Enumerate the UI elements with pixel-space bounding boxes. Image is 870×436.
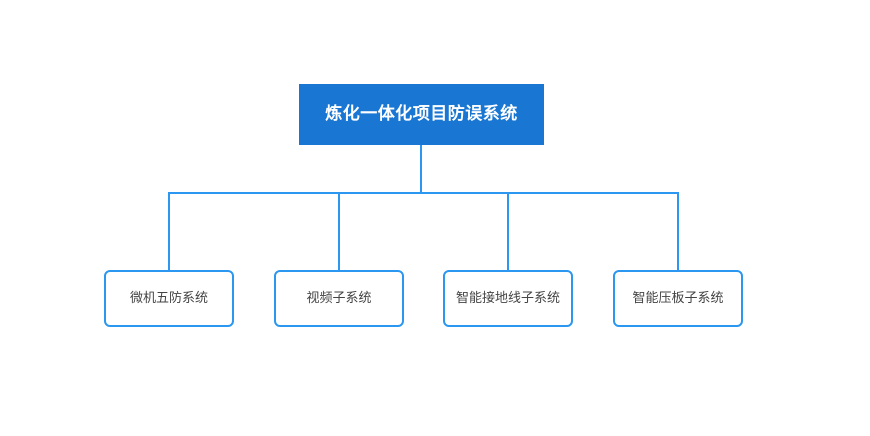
connector-drop-4: [677, 192, 679, 270]
connector-bus: [168, 192, 679, 194]
child-node-3[interactable]: 智能接地线子系统: [443, 270, 573, 327]
root-node-label: 炼化一体化项目防误系统: [325, 104, 518, 125]
connector-root-stem: [420, 145, 422, 193]
root-node[interactable]: 炼化一体化项目防误系统: [299, 84, 544, 145]
child-node-4[interactable]: 智能压板子系统: [613, 270, 743, 327]
child-node-1[interactable]: 微机五防系统: [104, 270, 234, 327]
child-node-2[interactable]: 视频子系统: [274, 270, 404, 327]
connector-drop-2: [338, 192, 340, 270]
connector-drop-3: [507, 192, 509, 270]
connector-drop-1: [168, 192, 170, 270]
child-node-4-label: 智能压板子系统: [632, 290, 724, 306]
child-node-1-label: 微机五防系统: [129, 290, 208, 306]
child-node-2-label: 视频子系统: [306, 290, 372, 306]
child-node-3-label: 智能接地线子系统: [455, 290, 560, 306]
